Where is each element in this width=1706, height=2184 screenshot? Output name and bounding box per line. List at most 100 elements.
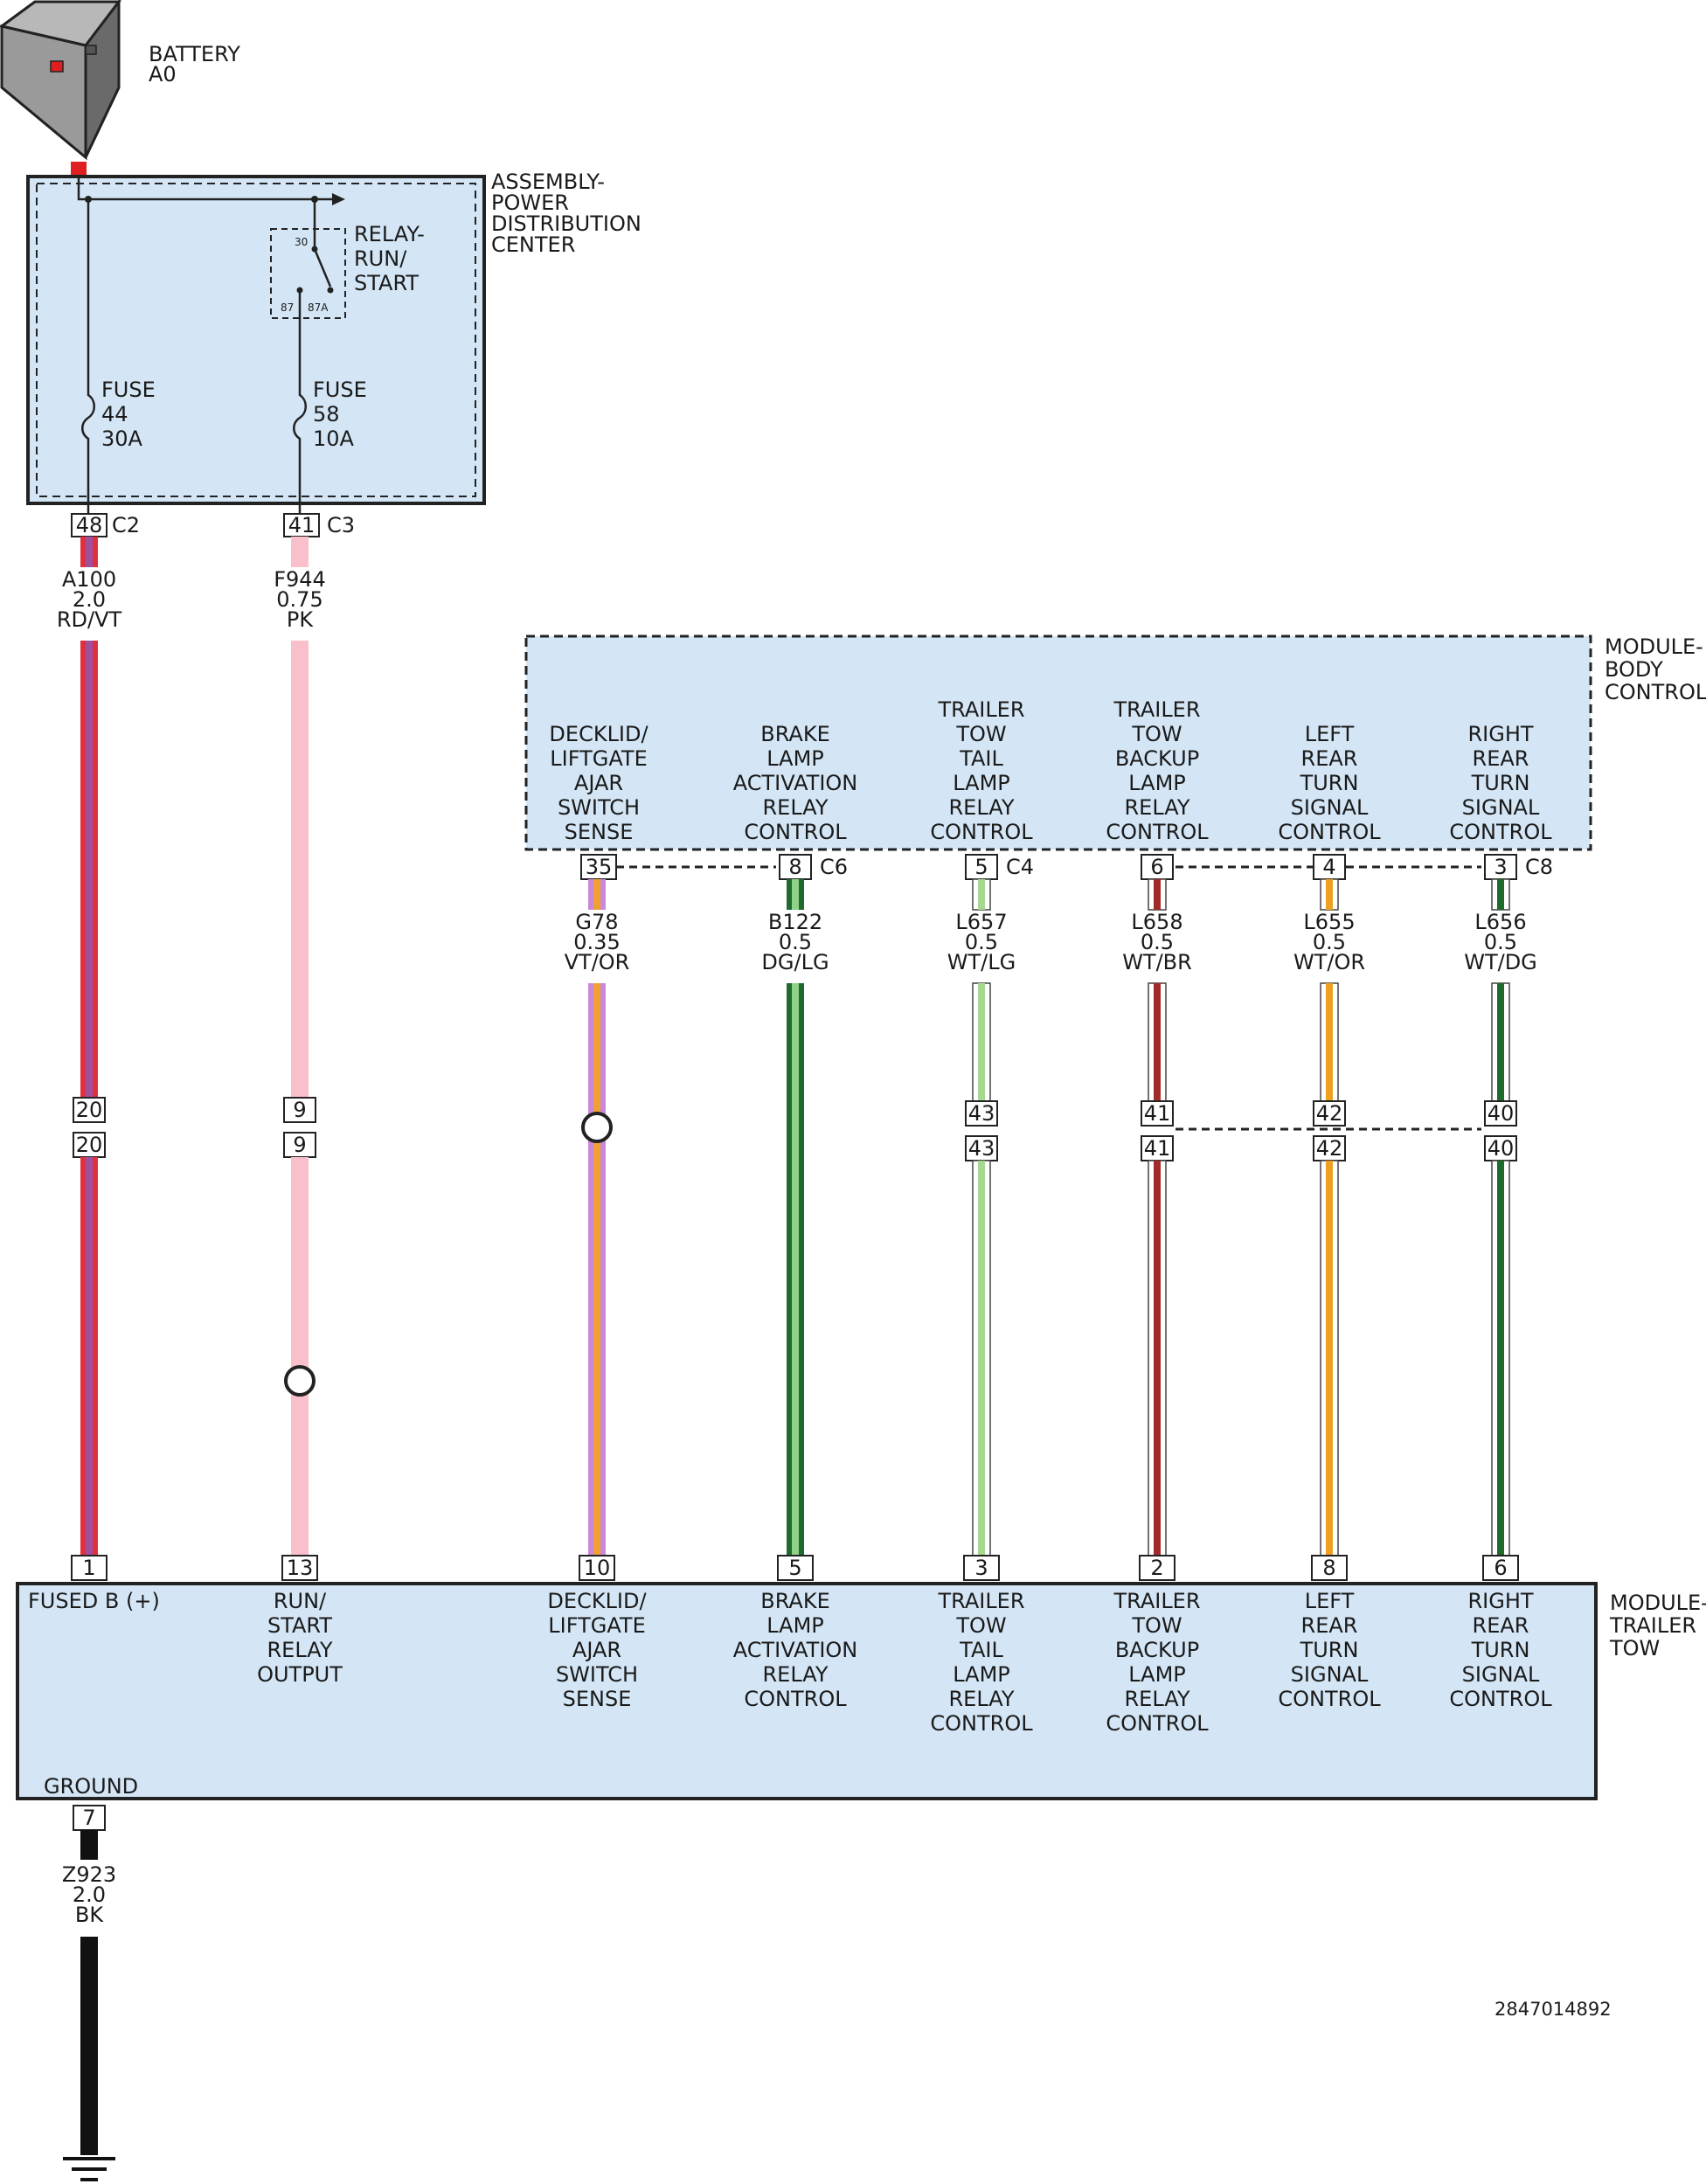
relay-title-line-2: RUN/ xyxy=(354,246,407,271)
wire-5-lower xyxy=(1148,1160,1167,1557)
wire-6-upper xyxy=(1320,982,1339,1102)
pin-box xyxy=(965,854,998,880)
ttm-input-5-line-4: RELAY xyxy=(1125,1687,1190,1711)
relay-pin-87a: 87A xyxy=(308,302,329,314)
ttm-pin-2: 10 xyxy=(584,1556,611,1580)
bcm-signal-2-line-0: TRAILER xyxy=(937,697,1024,722)
wire-4-lower xyxy=(972,1160,991,1557)
pin-box xyxy=(779,854,812,880)
relay-pin-30: 30 xyxy=(295,236,308,248)
wire-6-stub xyxy=(1320,878,1339,911)
connector-pin-box xyxy=(71,513,107,537)
wire-3-gauge: 0.5 xyxy=(779,930,812,954)
wire-1-gauge: 0.75 xyxy=(276,587,322,612)
bcm-conn-2: C4 xyxy=(1006,855,1034,879)
pin-box xyxy=(1139,1555,1175,1581)
fuse-58-label-line-3: 10A xyxy=(313,426,355,451)
ttm-input-1-line-2: RELAY xyxy=(267,1638,333,1662)
bcm-pin-2: 5 xyxy=(974,855,988,879)
inline-pin-7-b: 40 xyxy=(1488,1136,1515,1161)
wire-7-lower xyxy=(1491,1160,1510,1557)
ttm-input-3-line-2: ACTIVATION xyxy=(733,1638,858,1662)
ttm-input-7-line-4: CONTROL xyxy=(1449,1687,1552,1711)
bcm-signal-3-line-3: LAMP xyxy=(1128,771,1186,795)
pin-box xyxy=(579,1555,615,1581)
pin-box xyxy=(281,1555,318,1581)
pin-box xyxy=(777,1555,814,1581)
inline-pin-0-a: 20 xyxy=(76,1098,103,1122)
bcm-signal-4-line-4: CONTROL xyxy=(1278,820,1381,844)
pdc-bus xyxy=(77,177,336,201)
fuse-44-label-line-3: 30A xyxy=(101,426,143,451)
wire-5-stub xyxy=(1148,878,1167,911)
bcm-signal-3-line-5: CONTROL xyxy=(1106,820,1209,844)
ttm-pin-5: 2 xyxy=(1150,1556,1163,1580)
wire-1-lower xyxy=(291,1157,309,1556)
inline-pin-5-b: 41 xyxy=(1144,1136,1171,1161)
wire-5-circuit: L658 xyxy=(1131,910,1182,934)
diagram-content: DECKLID/LIFTGATEAJARSWITCHSENSE35BRAKELA… xyxy=(28,537,1553,1736)
wire-2-circuit: G78 xyxy=(575,910,618,934)
bcm-signal-5-line-2: TURN xyxy=(1471,771,1530,795)
wire-5-gauge: 0.5 xyxy=(1141,930,1174,954)
wire-4-stub xyxy=(972,878,991,911)
fuse-58-label-line-2: 58 xyxy=(313,402,340,426)
relay-title-line-3: START xyxy=(354,271,419,295)
wire-3-stub xyxy=(787,879,804,910)
ttm-input-1-line-1: START xyxy=(267,1613,332,1638)
ttm-input-6-line-3: SIGNAL xyxy=(1291,1662,1369,1687)
pin-box xyxy=(1484,1135,1517,1161)
wire-0-lower xyxy=(80,1157,98,1556)
wire-3-body xyxy=(787,983,804,1556)
pin-box xyxy=(71,1555,107,1581)
ttm-pin-1: 13 xyxy=(287,1556,314,1580)
pdc-conn-c3: C3 xyxy=(327,513,355,537)
wire-7-circuit: L656 xyxy=(1474,910,1526,934)
wire-0-circuit: A100 xyxy=(62,567,116,592)
battery-terminal xyxy=(50,60,64,73)
ttm-input-3-line-1: LAMP xyxy=(766,1613,824,1638)
ttm-input-1-line-3: OUTPUT xyxy=(257,1662,343,1687)
ttm-input-6-line-1: REAR xyxy=(1301,1613,1358,1638)
ttm-input-2-line-0: DECKLID/ xyxy=(547,1589,647,1613)
document-id: 2847014892 xyxy=(1494,1999,1612,2020)
pin-box xyxy=(1482,1555,1519,1581)
bcm-signal-3-line-4: RELAY xyxy=(1125,795,1190,820)
ttm-input-4-line-2: TAIL xyxy=(959,1638,1003,1662)
pin-box xyxy=(1141,1135,1174,1161)
ttm-pin-0: 1 xyxy=(82,1556,95,1580)
pdc-pin-48: 48 xyxy=(76,513,103,537)
relay-title-line-1: RELAY- xyxy=(354,222,425,246)
ttm-input-2-line-3: SWITCH xyxy=(556,1662,638,1687)
fuse-44-label-line-1: FUSE xyxy=(101,378,156,402)
wire-4-color: WT/LG xyxy=(947,950,1016,974)
pdc-conn-c2: C2 xyxy=(112,513,140,537)
bcm-signal-3-line-0: TRAILER xyxy=(1113,697,1200,722)
wire-3-circuit: B122 xyxy=(768,910,822,934)
pin-box xyxy=(283,1097,316,1123)
ttm-input-4-line-5: CONTROL xyxy=(930,1711,1033,1736)
inline-pin-0-b: 20 xyxy=(76,1133,103,1157)
pin-box xyxy=(283,1132,316,1158)
bcm-signal-0-line-0: DECKLID/ xyxy=(549,722,648,746)
bcm-signal-3-line-1: TOW xyxy=(1131,722,1182,746)
ttm-input-5-line-1: TOW xyxy=(1131,1613,1182,1638)
ttm-input-7-line-0: RIGHT xyxy=(1467,1589,1533,1613)
bcm-pin-0: 35 xyxy=(586,855,613,879)
bcm-signal-1-line-4: CONTROL xyxy=(744,820,847,844)
inline-pin-7-a: 40 xyxy=(1488,1101,1515,1126)
inline-pin-6-b: 42 xyxy=(1316,1136,1343,1161)
bcm-title-line-3: CONTROL xyxy=(1605,680,1706,704)
ttm-input-2-line-4: SENSE xyxy=(563,1687,632,1711)
bcm-signal-2-line-4: RELAY xyxy=(949,795,1015,820)
wire-1-upper xyxy=(291,641,309,1098)
bcm-title-line-2: BODY xyxy=(1605,657,1663,682)
bcm-signal-0-line-4: SENSE xyxy=(565,820,634,844)
bcm-signal-5-line-1: REAR xyxy=(1473,746,1529,771)
ttm-input-0-line-0: FUSED B (+) xyxy=(28,1589,160,1613)
ttm-input-4-line-4: RELAY xyxy=(949,1687,1015,1711)
pin-box xyxy=(1313,1100,1346,1127)
ttm-ground-label: GROUND xyxy=(44,1774,138,1799)
power-distribution-center xyxy=(26,175,486,505)
